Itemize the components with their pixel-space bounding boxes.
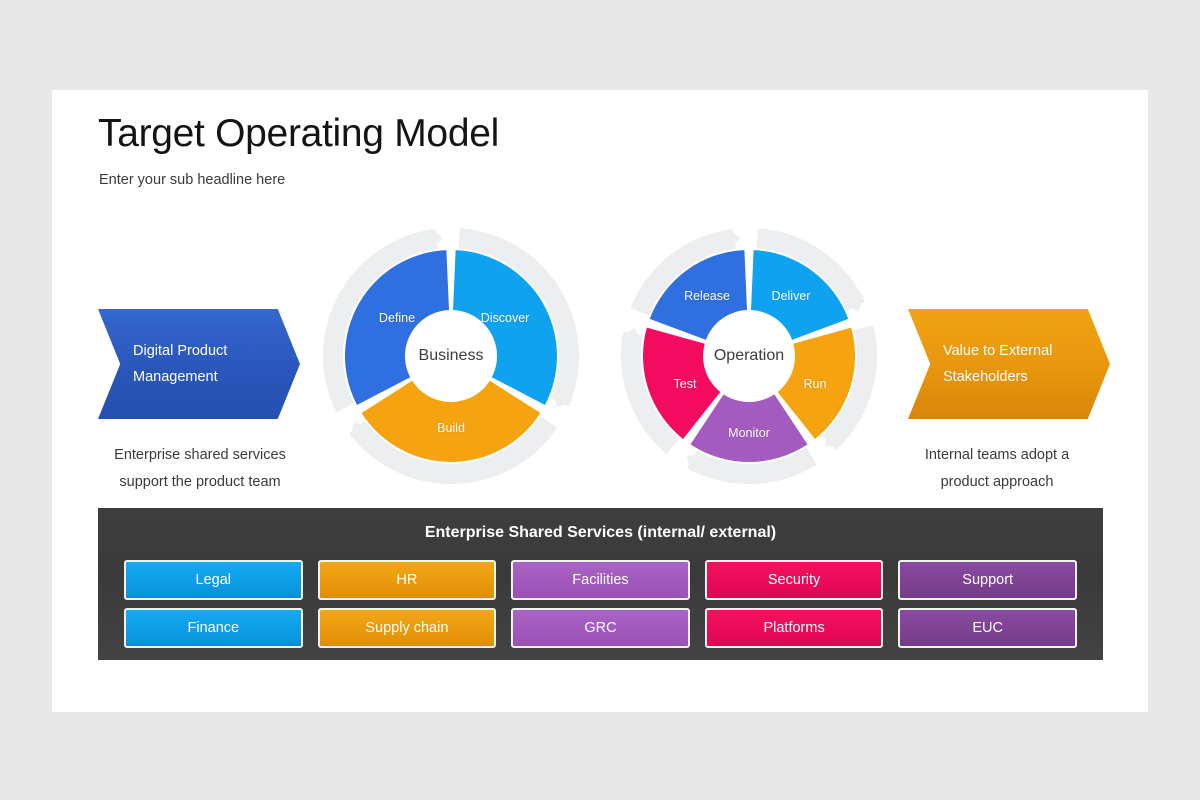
left-caption: Enterprise shared services support the p… <box>85 442 315 496</box>
right-caption-line1: Internal teams adopt a <box>924 447 1070 463</box>
wheel-arrow-arc <box>348 416 558 484</box>
service-chip[interactable]: Finance <box>124 608 303 648</box>
operation-wheel-segments <box>643 250 855 462</box>
page-subtitle: Enter your sub headline here <box>99 172 286 188</box>
slide-card: Target Operating Model Enter your sub he… <box>52 90 1148 712</box>
wheel-arrow-head-icon <box>824 429 842 447</box>
operation-wheel-arrow-ring <box>620 228 877 484</box>
left-arrow-line1: Digital Product <box>133 343 228 359</box>
wheel-segment[interactable] <box>777 327 855 439</box>
wheel-arrow-head-icon <box>843 295 864 312</box>
wheel-segment-label: Build <box>437 421 465 435</box>
left-arrow-text: Digital Product Management <box>98 338 245 390</box>
wheel-arrow-head-icon <box>351 421 370 439</box>
wheel-segment[interactable] <box>649 250 747 340</box>
wheel-segment[interactable] <box>751 250 849 340</box>
service-chip[interactable]: Facilities <box>511 560 690 600</box>
left-arrow-line2: Management <box>133 369 218 385</box>
service-chip[interactable]: Platforms <box>704 608 884 648</box>
service-chip[interactable]: GRC <box>511 608 690 648</box>
wheel-segment[interactable] <box>345 250 449 405</box>
service-chip[interactable]: Security <box>704 560 884 600</box>
wheel-segment-label: Test <box>673 377 697 391</box>
wheel-arrow-arc <box>458 228 579 407</box>
service-chip[interactable]: HR <box>317 560 497 600</box>
wheel-arrow-arc <box>822 325 877 450</box>
digital-product-management-arrow[interactable]: Digital Product Management <box>98 309 300 419</box>
page-title: Target Operating Model <box>98 112 499 155</box>
right-caption: Internal teams adopt a product approach <box>882 442 1112 496</box>
right-arrow-line1: Value to External <box>943 343 1053 359</box>
service-chip[interactable]: Supply chain <box>317 608 497 648</box>
wheel-segment-label: Deliver <box>771 289 811 303</box>
service-chip[interactable]: Legal <box>124 560 303 600</box>
service-chip[interactable]: Support <box>898 560 1077 600</box>
wheel-arrow-head-icon <box>620 327 643 343</box>
wheel-segment-label: Monitor <box>728 426 770 440</box>
wheel-segment-label: Release <box>684 289 730 303</box>
wheel-segment[interactable] <box>690 394 808 462</box>
right-arrow-line2: Stakeholders <box>943 369 1028 385</box>
left-caption-line2: support the product team <box>119 474 281 490</box>
wheel-arrow-head-icon <box>429 228 443 251</box>
operation-wheel-svg <box>620 228 877 484</box>
business-wheel-segments <box>345 250 557 462</box>
wheel-arrow-arc <box>323 228 439 413</box>
panel-title: Enterprise Shared Services (internal/ ex… <box>424 524 777 541</box>
business-hub: Business <box>407 312 495 400</box>
value-to-external-stakeholders-arrow[interactable]: Value to External Stakeholders <box>908 309 1110 419</box>
wheel-arrow-head-icon <box>686 453 704 473</box>
wheel-segment[interactable] <box>453 250 557 405</box>
wheel-arrow-arc <box>756 228 866 311</box>
wheel-arrow-arc <box>621 331 680 455</box>
left-caption-line1: Enterprise shared services <box>114 447 286 463</box>
wheel-arrow-head-icon <box>727 228 741 251</box>
wheel-arrow-arc <box>686 447 817 484</box>
wheel-arrow-arc <box>630 228 737 316</box>
wheel-arrow-head-icon <box>552 391 573 408</box>
wheel-segment-label: Run <box>803 377 827 391</box>
wheel-segment-label: Define <box>378 311 416 325</box>
right-caption-line2: product approach <box>940 474 1054 490</box>
service-chip[interactable]: EUC <box>898 608 1077 648</box>
business-wheel-svg <box>323 228 579 484</box>
right-arrow-text: Value to External Stakeholders <box>908 338 1070 390</box>
wheel-segment[interactable] <box>643 327 721 439</box>
wheel-segment[interactable] <box>361 380 541 462</box>
business-wheel-arrow-ring <box>323 228 579 484</box>
operation-hub: Operation <box>705 312 793 400</box>
wheel-segment-label: Discover <box>480 311 530 325</box>
enterprise-shared-services-panel: Enterprise Shared Services (internal/ ex… <box>98 508 1103 660</box>
